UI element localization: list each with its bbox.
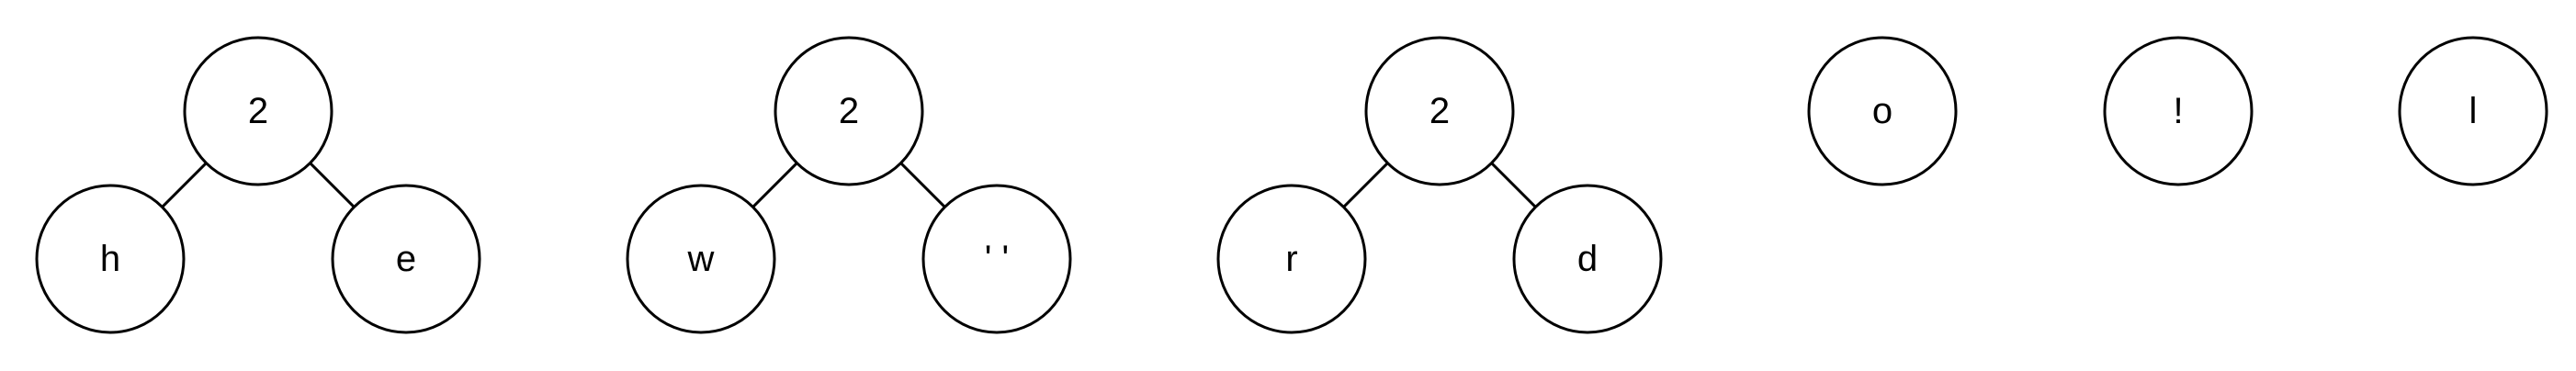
node-circle (183, 36, 333, 186)
node-circle (774, 36, 924, 186)
node-circle (35, 184, 186, 334)
node-circle (331, 184, 481, 334)
single-node: l (2398, 36, 2548, 186)
node-label: 2 (839, 91, 859, 131)
node-label: l (2469, 91, 2478, 131)
node-label: r (1285, 239, 1297, 279)
node-label: ' ' (985, 239, 1009, 279)
leaf-node: d (1512, 184, 1663, 334)
leaf-node: r (1216, 184, 1367, 334)
node-label: 2 (248, 91, 268, 131)
node-circle (626, 184, 776, 334)
single-node: ! (2103, 36, 2254, 186)
root-node: 2 (1364, 36, 1515, 186)
node-label: d (1577, 239, 1598, 279)
node-circle (1512, 184, 1663, 334)
root-node: 2 (774, 36, 924, 186)
tree-edge (309, 162, 356, 208)
node-circle (2103, 36, 2254, 186)
tree-edge (1342, 162, 1389, 208)
edges-layer (161, 162, 1537, 208)
node-label: 2 (1429, 91, 1450, 131)
single-node: o (1807, 36, 1958, 186)
node-circle (1807, 36, 1958, 186)
node-circle (2398, 36, 2548, 186)
nodes-layer: h e 2 w ' ' 2 r d 2 o! l (35, 36, 2548, 334)
node-label: e (396, 239, 416, 279)
leaf-node: w (626, 184, 776, 334)
node-circle (1216, 184, 1367, 334)
node-label: o (1872, 91, 1892, 131)
leaf-node: h (35, 184, 186, 334)
root-node: 2 (183, 36, 333, 186)
node-label: w (687, 239, 715, 279)
tree-edge (751, 162, 798, 208)
node-label: h (100, 239, 120, 279)
tree-edge (899, 162, 946, 208)
tree-edge (161, 162, 208, 208)
node-circle (1364, 36, 1515, 186)
tree-edge (1490, 162, 1537, 208)
node-label: ! (2173, 91, 2183, 131)
node-circle (921, 184, 1072, 334)
leaf-node: ' ' (921, 184, 1072, 334)
leaf-node: e (331, 184, 481, 334)
